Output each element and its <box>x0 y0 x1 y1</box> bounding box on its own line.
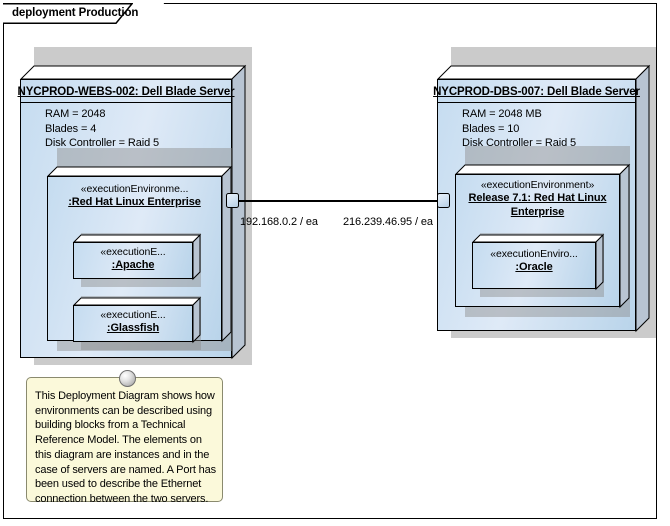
node-exec-env-glassfish[interactable]: «executionE... :Glassfish <box>72 288 202 350</box>
node-front-face <box>472 242 596 289</box>
attribute-disk-controller: Disk Controller = Raid 5 <box>462 137 577 149</box>
exec-env-label: «executionE... :Apache <box>73 246 193 273</box>
node-3d-top-and-side <box>19 64 247 360</box>
node-title: NYCPROD-DBS-007: Dell Blade Server <box>433 86 640 98</box>
stereotype-label: «executionE... <box>100 246 166 258</box>
node-title-divider <box>437 102 636 103</box>
node-title-row: NYCPROD-DBS-007: Dell Blade Server <box>433 83 640 101</box>
instance-name: :Oracle <box>515 261 553 273</box>
attribute-blades: Blades = 10 <box>462 122 520 135</box>
attribute-ram: RAM = 2048 <box>45 108 106 120</box>
node-exec-env-redhat[interactable]: «executionEnvironme... :Red Hat Linux En… <box>46 138 233 351</box>
node-right-server[interactable]: NYCPROD-DBS-007: Dell Blade Server RAM =… <box>433 33 656 338</box>
node-exec-env-apache[interactable]: «executionE... :Apache <box>72 225 202 287</box>
node-title-row: NYCPROD-WEBS-002: Dell Blade Server <box>17 83 235 101</box>
node-title-divider <box>20 102 232 103</box>
exec-env-label: «executionE... :Glassfish <box>73 309 193 336</box>
stereotype-label: «executionE... <box>100 309 166 321</box>
node-exec-env-oracle[interactable]: «executionEnviro... :Oracle <box>471 225 605 297</box>
instance-name: :Apache <box>111 259 155 271</box>
node-front-face <box>73 242 193 279</box>
connector-label-left: 192.168.0.2 / ea <box>240 216 318 228</box>
attribute-ram: RAM = 2048 MB <box>462 108 542 120</box>
port-right-ethernet[interactable] <box>437 193 450 208</box>
note-text: This Deployment Diagram shows how enviro… <box>35 390 216 505</box>
note-pin-icon <box>119 370 136 387</box>
stereotype-label: «executionEnvironme... <box>80 183 189 195</box>
instance-name: :Red Hat Linux Enterprise <box>68 196 201 208</box>
stereotype-label: «executionEnvironment» <box>480 179 595 191</box>
frame-label-text: deployment Production <box>12 7 139 19</box>
stereotype-label: «executionEnviro... <box>490 248 578 260</box>
note-box[interactable]: This Deployment Diagram shows how enviro… <box>26 377 223 505</box>
instance-name-line1: Release 7.1: Red Hat Linux <box>468 192 607 204</box>
node-exec-env-redhat-71[interactable]: «executionEnvironment» Release 7.1: Red … <box>454 136 631 317</box>
exec-env-label: «executionEnvironment» Release 7.1: Red … <box>455 179 620 219</box>
attribute-blades: Blades = 4 <box>45 122 97 135</box>
instance-name-line2: Enterprise <box>510 205 565 218</box>
node-front-face <box>73 305 193 342</box>
exec-env-label: «executionEnvironme... :Red Hat Linux En… <box>47 183 222 210</box>
node-attributes: RAM = 2048 Blades = 4 Disk Controller = … <box>45 107 159 151</box>
instance-name: :Glassfish <box>106 322 160 334</box>
ethernet-connector-line[interactable] <box>238 200 438 202</box>
attribute-disk-controller: Disk Controller = Raid 5 <box>45 137 160 149</box>
node-attributes: RAM = 2048 MB Blades = 10 Disk Controlle… <box>462 107 576 151</box>
exec-env-label: «executionEnviro... :Oracle <box>472 248 596 275</box>
frame-label-tab: deployment Production <box>3 3 164 23</box>
node-title: NYCPROD-WEBS-002: Dell Blade Server <box>17 86 235 98</box>
node-left-server[interactable]: NYCPROD-WEBS-002: Dell Blade Server RAM … <box>17 33 252 365</box>
port-left-ethernet[interactable] <box>226 193 239 208</box>
connector-label-right: 216.239.46.95 / ea <box>343 216 433 228</box>
